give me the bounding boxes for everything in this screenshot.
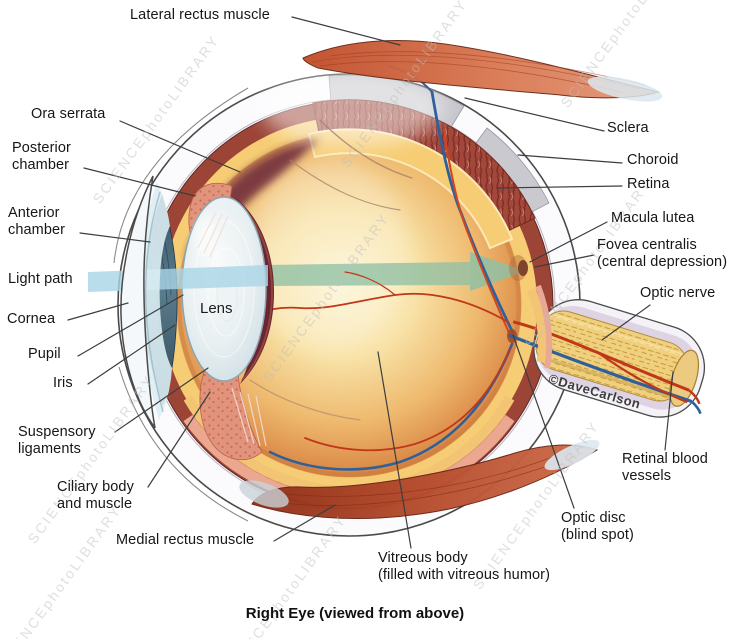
label-posterior-chamber: Posterior chamber [12, 140, 71, 173]
label-pupil: Pupil [28, 346, 61, 362]
leader-optic-nerve [601, 304, 651, 341]
leader-optic-disc [512, 334, 575, 509]
label-retina: Retina [627, 176, 670, 192]
watermark-text: SCIENCEphotoLIBRARY [24, 372, 157, 547]
label-macula-lutea: Macula lutea [611, 210, 695, 226]
leader-cornea [67, 302, 129, 321]
leader-pupil [77, 294, 184, 357]
label-lateral-rectus-muscle: Lateral rectus muscle [130, 7, 270, 23]
label-cornea: Cornea [7, 311, 56, 327]
label-ora-serrata: Ora serrata [31, 106, 106, 122]
leader-ciliary [147, 391, 211, 488]
light-path-arrow [266, 252, 526, 291]
label-optic-disc: Optic disc (blind spot) [561, 510, 634, 543]
leader-suspensory [114, 367, 209, 433]
retinal-vessels [237, 65, 515, 471]
label-suspensory-ligaments: Suspensory ligaments [18, 424, 96, 457]
label-ciliary-body: Ciliary body and muscle [57, 479, 134, 512]
label-optic-nerve: Optic nerve [640, 285, 716, 301]
diagram-title: Right Eye (viewed from above) [245, 605, 465, 622]
leader-lines [67, 16, 674, 549]
leader-retina [496, 185, 623, 189]
suspensory-fibers [197, 211, 267, 447]
leader-choroid [517, 154, 623, 164]
label-medial-rectus-muscle: Medial rectus muscle [116, 532, 255, 548]
leader-iris [87, 324, 176, 385]
label-vitreous-body: Vitreous body (filled with vitreous humo… [378, 550, 551, 583]
label-anterior-chamber: Anterior chamber [8, 205, 66, 238]
label-choroid: Choroid [627, 152, 679, 168]
leader-lateral-rectus [291, 16, 401, 46]
leader-vitreous [377, 351, 412, 549]
eyeball-globe [88, 65, 581, 537]
label-retinal-blood-vessels: Retinal blood vessels [622, 451, 708, 484]
cornea-outer [120, 175, 156, 429]
leader-posterior-chamber [83, 167, 196, 197]
label-fovea-centralis: Fovea centralis (central depression) [597, 237, 728, 270]
optic-nerve [508, 284, 706, 418]
label-sclera: Sclera [607, 120, 649, 136]
label-lens: Lens [200, 300, 233, 317]
leader-fovea [534, 254, 595, 268]
leader-medial-rectus [273, 504, 336, 542]
medial-rectus-muscle [239, 439, 600, 519]
leader-retinal-vessels [664, 371, 674, 451]
label-iris: Iris [53, 375, 73, 391]
leader-anterior-chamber [79, 232, 151, 243]
label-light-path: Light path [8, 271, 73, 287]
fovea-centralis-pit [518, 260, 528, 276]
leader-macula [529, 221, 608, 263]
lateral-rectus-muscle [302, 39, 663, 102]
leader-sclera [464, 97, 605, 132]
leader-ora-serrata [119, 120, 241, 173]
watermark-text: SCIENCEphotoLIBRARY [0, 502, 125, 639]
